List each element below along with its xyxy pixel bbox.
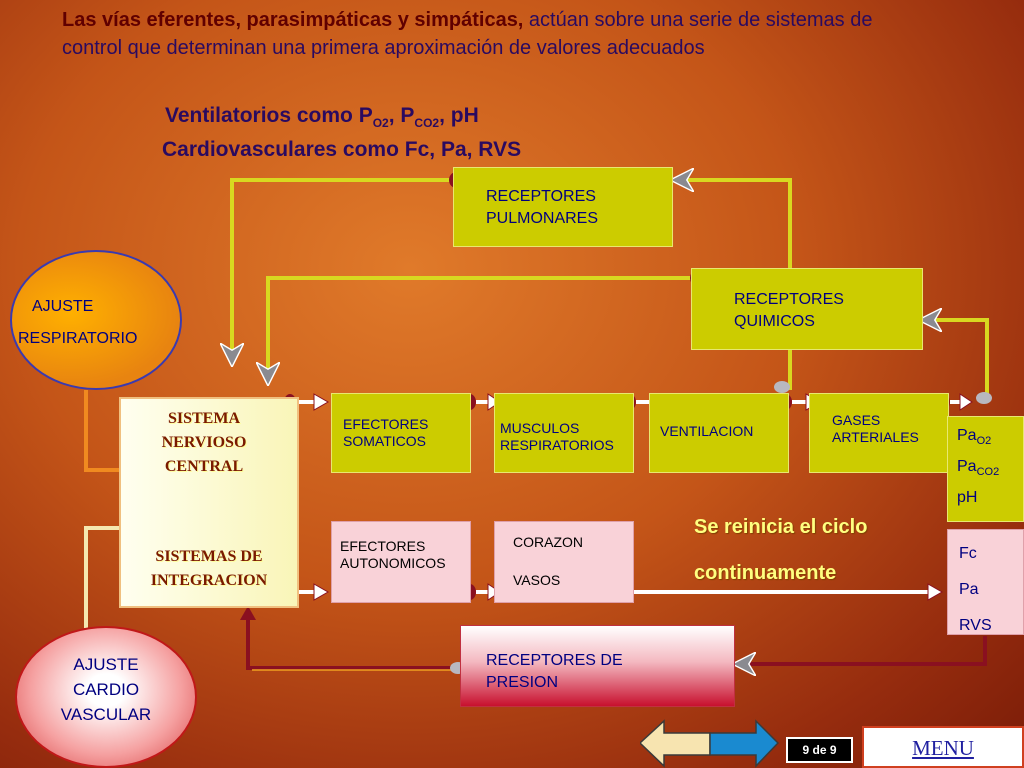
gases-line1: GASES bbox=[832, 412, 881, 428]
value-paco2: PaCO2 bbox=[957, 454, 999, 485]
receptores-pulmonares-box: RECEPTORES PULMONARES bbox=[453, 167, 673, 247]
subtitle-po2-sub: O2 bbox=[372, 116, 389, 131]
nav-back-arrow-icon[interactable] bbox=[640, 719, 711, 768]
subtitle-cardiovasculares: Cardiovasculares como Fc, Pa, RVS bbox=[162, 138, 522, 161]
reinicia-text: Se reinicia el ciclo continuamente bbox=[694, 504, 867, 596]
gas-values-box: PaO2 PaCO2 pH bbox=[947, 416, 1024, 522]
gases-line2: ARTERIALES bbox=[832, 429, 919, 445]
corazon-vasos-box: CORAZON VASOS bbox=[494, 521, 634, 603]
value-pa: Pa bbox=[959, 581, 979, 598]
receptores-presion-line1: RECEPTORES DE bbox=[486, 652, 623, 669]
menu-button[interactable]: MENU bbox=[862, 726, 1024, 768]
ventilacion-box: VENTILACION bbox=[649, 393, 789, 473]
receptores-pulmonares-line1: RECEPTORES bbox=[486, 188, 596, 205]
value-pao2: PaO2 bbox=[957, 423, 999, 454]
arrow-presion-to-snc bbox=[240, 606, 256, 620]
sistema-nervioso-central-box: SISTEMA NERVIOSO CENTRAL SISTEMAS DE INT… bbox=[119, 397, 299, 608]
line-quimicos-to-snc bbox=[268, 276, 696, 374]
nav-arrows bbox=[640, 719, 780, 768]
corazon-label: CORAZON bbox=[513, 534, 583, 550]
menu-label[interactable]: MENU bbox=[912, 736, 974, 760]
efectores-autonomicos-box: EFECTORES AUTONOMICOS bbox=[331, 521, 471, 603]
receptores-presion-line2: PRESION bbox=[486, 674, 559, 691]
ajuste-respiratorio-line1: AJUSTE bbox=[32, 298, 94, 315]
dot-gases bbox=[976, 392, 992, 404]
efectores-somaticos-box: EFECTORES SOMATICOS bbox=[331, 393, 471, 473]
integracion-line1: SISTEMAS DE bbox=[155, 548, 263, 565]
efectores-somaticos-line2: SOMATICOS bbox=[343, 433, 426, 449]
subtitle-pco2-sub: CO2 bbox=[414, 116, 440, 131]
intro-rest: actúan sobre una serie de sistemas de co… bbox=[62, 9, 873, 59]
ventilacion-label: VENTILACION bbox=[660, 423, 754, 439]
value-rvs: RVS bbox=[959, 617, 992, 634]
subtitle-ventilatorios-prefix: Ventilatorios como P bbox=[165, 104, 373, 127]
line-ajuste-cardio-to-snc bbox=[84, 528, 134, 628]
line-gases-to-quimicos bbox=[930, 320, 989, 398]
efectores-autonomicos-line1: EFECTORES bbox=[340, 538, 426, 554]
subtitle-ventilatorios: Ventilatorios como PO2, PCO2, pH bbox=[165, 104, 479, 130]
snc-line2: NERVIOSO bbox=[161, 434, 247, 451]
snc-line1: SISTEMA bbox=[167, 410, 241, 427]
value-ph: pH bbox=[957, 489, 978, 507]
ajuste-cardiovascular-oval: AJUSTE CARDIO VASCULAR bbox=[15, 626, 197, 768]
cardio-values-box: Fc Pa RVS bbox=[947, 529, 1024, 635]
intro-text: Las vías eferentes, parasimpáticas y sim… bbox=[62, 6, 902, 62]
line-ajuste-resp-to-snc bbox=[84, 390, 132, 470]
line-presion-to-snc bbox=[246, 614, 458, 670]
line-pulmonares-to-snc bbox=[232, 178, 456, 355]
subtitle-ventilatorios-suffix: , pH bbox=[439, 104, 479, 127]
gases-arteriales-box: GASES ARTERIALES bbox=[809, 393, 949, 473]
reinicia-line1: Se reinicia el ciclo bbox=[694, 516, 868, 538]
ajuste-cardio-line3: VASCULAR bbox=[60, 705, 152, 724]
ajuste-respiratorio-oval: AJUSTE RESPIRATORIO bbox=[10, 250, 182, 390]
nav-forward-arrow-icon[interactable] bbox=[709, 719, 780, 768]
receptores-presion-box: RECEPTORES DE PRESION bbox=[460, 625, 735, 707]
intro-highlight: Las vías eferentes, parasimpáticas y sim… bbox=[62, 9, 524, 31]
value-fc: Fc bbox=[959, 545, 977, 562]
snc-line3: CENTRAL bbox=[164, 458, 244, 475]
receptores-quimicos-line1: RECEPTORES bbox=[734, 291, 844, 308]
page-indicator: 9 de 9 bbox=[786, 737, 853, 763]
value-pao2-sub: O2 bbox=[976, 435, 992, 448]
line-cardio-to-presion bbox=[744, 636, 987, 664]
integracion-line2: INTEGRACION bbox=[150, 572, 268, 589]
subtitle-ventilatorios-mid: , P bbox=[388, 104, 415, 127]
value-paco2-label: Pa bbox=[957, 458, 977, 476]
reinicia-line2: continuamente bbox=[694, 562, 837, 584]
value-pao2-label: Pa bbox=[957, 427, 977, 444]
receptores-pulmonares-line2: PULMONARES bbox=[486, 210, 599, 227]
musculos-respiratorios-box: MUSCULOS RESPIRATORIOS bbox=[494, 393, 634, 473]
ajuste-cardio-line2: CARDIO bbox=[72, 680, 140, 699]
vasos-label: VASOS bbox=[513, 572, 561, 588]
musculos-line1: MUSCULOS bbox=[500, 420, 580, 436]
musculos-line2: RESPIRATORIOS bbox=[500, 437, 614, 453]
receptores-quimicos-line2: QUIMICOS bbox=[734, 313, 815, 330]
receptores-quimicos-box: RECEPTORES QUIMICOS bbox=[691, 268, 923, 350]
dot-ventilacion bbox=[774, 381, 790, 393]
ajuste-respiratorio-line2: RESPIRATORIO bbox=[18, 330, 138, 347]
efectores-somaticos-line1: EFECTORES bbox=[343, 416, 429, 432]
value-paco2-sub: CO2 bbox=[976, 466, 1000, 479]
efectores-autonomicos-line2: AUTONOMICOS bbox=[340, 555, 446, 571]
ajuste-cardio-line1: AJUSTE bbox=[73, 655, 139, 674]
